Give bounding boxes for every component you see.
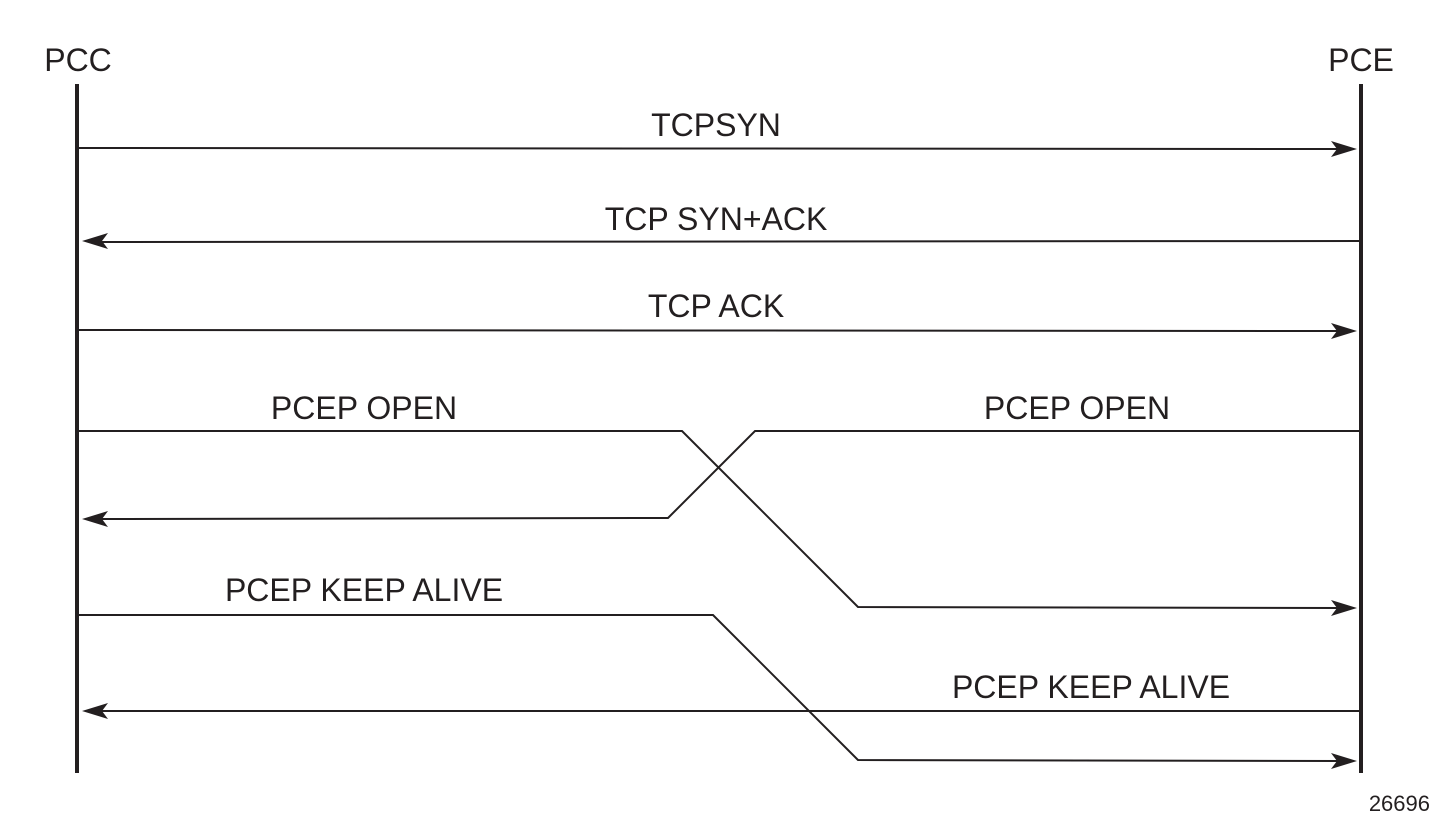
arrowhead-right-icon (1331, 141, 1357, 157)
message-pcep-keepalive-pce-to-pcc: PCEP KEEP ALIVE (82, 669, 1359, 719)
message-tcp-syn: TCPSYN (78, 107, 1357, 157)
message-line (78, 147, 1341, 150)
message-label: PCEP KEEP ALIVE (952, 669, 1230, 705)
message-pcep-open-pce-to-pcc: PCEP OPEN (82, 390, 1359, 527)
message-label: TCPSYN (651, 107, 781, 143)
message-tcp-ack: TCP ACK (78, 288, 1357, 339)
arrowhead-right-icon (1331, 600, 1357, 616)
participant-pcc-label: PCC (44, 42, 112, 78)
message-line (79, 430, 1341, 609)
message-pcep-keepalive-pcc-to-pce: PCEP KEEP ALIVE (79, 572, 1357, 769)
message-line (97, 240, 1360, 243)
message-label: TCP ACK (648, 288, 784, 324)
message-label: PCEP KEEP ALIVE (225, 572, 503, 608)
message-label: TCP SYN+ACK (605, 201, 828, 237)
arrowhead-right-icon (1331, 323, 1357, 339)
arrowhead-left-icon (82, 511, 108, 527)
message-line (78, 329, 1341, 332)
message-tcp-syn-ack: TCP SYN+ACK (82, 201, 1360, 249)
message-line (79, 614, 1341, 762)
arrowhead-left-icon (82, 233, 108, 249)
message-line (97, 430, 1359, 520)
message-label: PCEP OPEN (984, 390, 1170, 426)
figure-id: 26696 (1369, 791, 1430, 816)
arrowhead-left-icon (82, 703, 108, 719)
message-pcep-open-pcc-to-pce: PCEP OPEN (79, 390, 1357, 616)
participant-pce-label: PCE (1328, 42, 1394, 78)
message-label: PCEP OPEN (271, 390, 457, 426)
arrowhead-right-icon (1331, 753, 1357, 769)
